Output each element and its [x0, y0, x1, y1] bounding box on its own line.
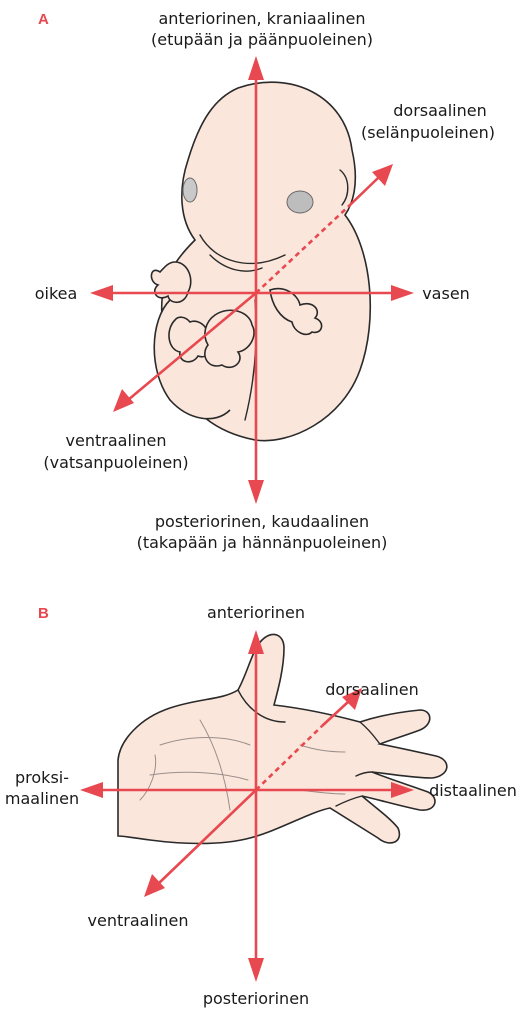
arrowhead-b-proximal — [80, 782, 103, 798]
arrowhead-a-dorsal — [372, 164, 393, 186]
label-a-ventral-2: (vatsanpuoleinen) — [43, 453, 188, 472]
panel-b-letter: B — [38, 605, 49, 622]
embryo-eye-left — [183, 178, 197, 202]
panel-a-letter: A — [38, 11, 49, 28]
label-b-anterior: anteriorinen — [207, 603, 305, 622]
label-a-ventral-1: ventraalinen — [66, 431, 167, 450]
label-a-posterior-2: (takapään ja hännänpuoleinen) — [137, 533, 388, 552]
label-a-posterior-1: posteriorinen, kaudaalinen — [155, 512, 369, 531]
arrowhead-b-ventral — [144, 874, 165, 897]
arrowhead-a-right — [90, 285, 113, 301]
label-a-dorsal-2: (selänpuoleinen) — [361, 123, 495, 142]
arrowhead-a-posterior — [248, 480, 264, 504]
arrowhead-b-posterior — [248, 958, 264, 982]
label-b-proximal-1: proksi- — [15, 768, 69, 787]
label-a-anterior-1: anteriorinen, kraniaalinen — [158, 9, 365, 28]
label-a-anterior-2: (etupään ja päänpuoleinen) — [151, 30, 373, 49]
arrowhead-a-anterior — [248, 56, 264, 80]
hand-illustration — [118, 634, 447, 843]
arrowhead-a-ventral — [113, 389, 134, 412]
embryo-eye-right — [287, 191, 313, 213]
label-b-proximal-2: maalinen — [5, 789, 79, 808]
embryo-hand-left — [151, 262, 190, 302]
label-b-distal: distaalinen — [429, 781, 517, 800]
label-a-right: oikea — [35, 284, 78, 303]
label-b-dorsal: dorsaalinen — [325, 680, 418, 699]
label-a-left: vasen — [422, 284, 470, 303]
label-a-dorsal-1: dorsaalinen — [393, 101, 486, 120]
embryo-illustration — [151, 82, 370, 440]
hand-outline — [118, 634, 447, 843]
panel-a: A — [35, 9, 495, 552]
label-b-ventral: ventraalinen — [88, 911, 189, 930]
label-b-posterior: posteriorinen — [203, 989, 309, 1008]
arrowhead-a-left — [391, 285, 414, 301]
panel-b: B — [5, 603, 517, 1008]
